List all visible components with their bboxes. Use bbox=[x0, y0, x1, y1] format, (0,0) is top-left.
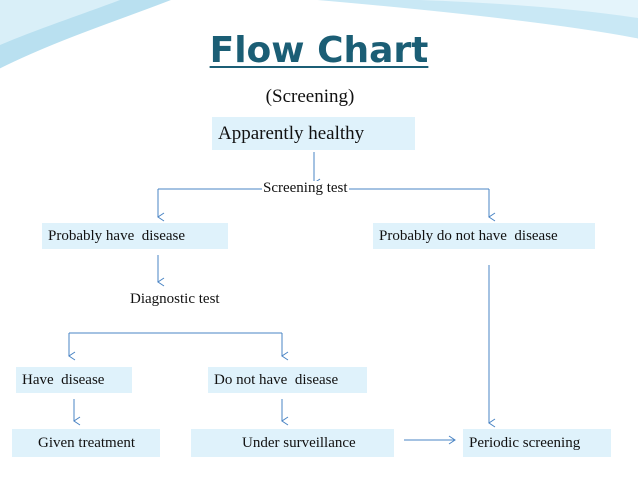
page-title: Flow Chart bbox=[209, 30, 429, 71]
node-under-surveillance: Under surveillance bbox=[191, 429, 394, 457]
node-do-not-have-disease: Do not have disease bbox=[208, 367, 367, 393]
node-screening-test: Screening test bbox=[262, 180, 349, 196]
node-diagnostic-test: Diagnostic test bbox=[130, 291, 220, 307]
page-subtitle: (Screening) bbox=[265, 86, 355, 107]
node-have-disease: Have disease bbox=[16, 367, 132, 393]
node-given-treatment: Given treatment bbox=[12, 429, 160, 457]
node-probably-not-have-disease: Probably do not have disease bbox=[373, 223, 595, 249]
node-apparently-healthy: Apparently healthy bbox=[212, 117, 415, 150]
node-probably-have-disease: Probably have disease bbox=[42, 223, 228, 249]
node-periodic-screening: Periodic screening bbox=[463, 429, 611, 457]
